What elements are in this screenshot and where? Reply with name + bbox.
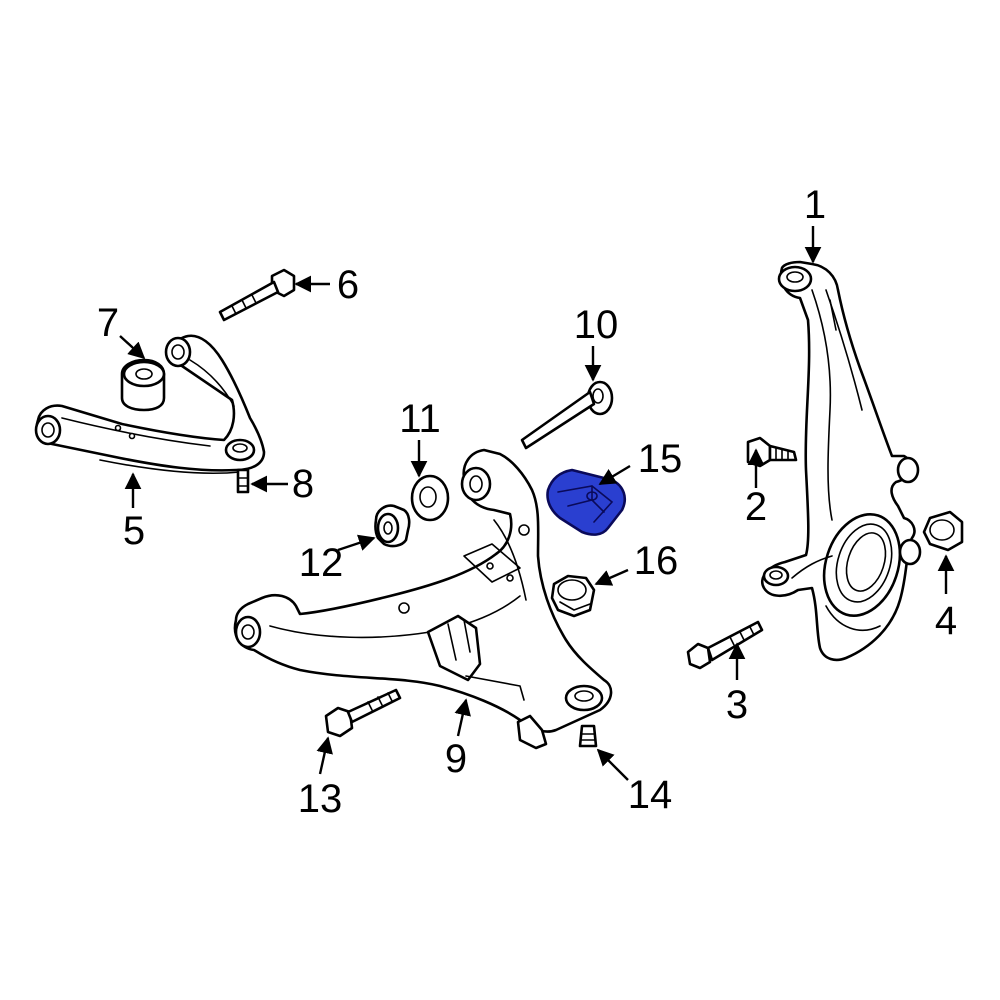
callout-6: 6 — [337, 263, 359, 307]
callout-13: 13 — [298, 777, 343, 821]
nut-part-16[interactable] — [550, 574, 596, 618]
lower-control-arm-part-9[interactable] — [233, 448, 613, 750]
callout-9: 9 — [445, 737, 467, 781]
nut-part-4[interactable] — [922, 510, 964, 552]
callout-14: 14 — [628, 773, 673, 817]
leader-9 — [454, 698, 471, 737]
callout-1: 1 — [804, 183, 826, 227]
callout-10: 10 — [574, 303, 619, 347]
bolt-part-3[interactable] — [686, 620, 764, 670]
callout-7: 7 — [97, 301, 119, 345]
bolt-part-13[interactable] — [324, 688, 402, 738]
callout-12: 12 — [299, 541, 344, 585]
leader-arrows — [119, 226, 955, 781]
cover-plate-part-15-highlighted[interactable] — [546, 468, 626, 536]
callout-3: 3 — [726, 683, 748, 727]
upper-control-arm-part-5[interactable] — [34, 334, 266, 475]
bolt-part-6[interactable] — [218, 268, 296, 322]
bushing-part-7[interactable] — [120, 358, 166, 412]
callout-labels: 1 2 3 4 5 6 7 8 9 10 11 12 13 14 15 16 — [97, 183, 957, 821]
callout-8: 8 — [292, 462, 314, 506]
leader-15 — [598, 464, 631, 486]
leader-12 — [337, 534, 376, 552]
callout-16: 16 — [634, 539, 679, 583]
leader-13 — [316, 736, 333, 775]
steering-knuckle-part-1[interactable] — [761, 260, 922, 662]
ball-joint-stud-part-8[interactable] — [236, 468, 250, 494]
ball-joint-part-14[interactable] — [578, 724, 598, 748]
callout-4: 4 — [935, 599, 957, 643]
leader-16 — [594, 568, 629, 586]
leader-7 — [119, 335, 146, 360]
washer-part-11[interactable] — [410, 474, 450, 522]
bolt-part-10[interactable] — [520, 380, 614, 450]
callout-5: 5 — [123, 509, 145, 553]
callout-2: 2 — [745, 485, 767, 529]
leader-14 — [596, 748, 629, 781]
callout-15: 15 — [638, 437, 683, 481]
bushing-part-12[interactable] — [374, 504, 411, 548]
callout-11: 11 — [399, 397, 441, 441]
